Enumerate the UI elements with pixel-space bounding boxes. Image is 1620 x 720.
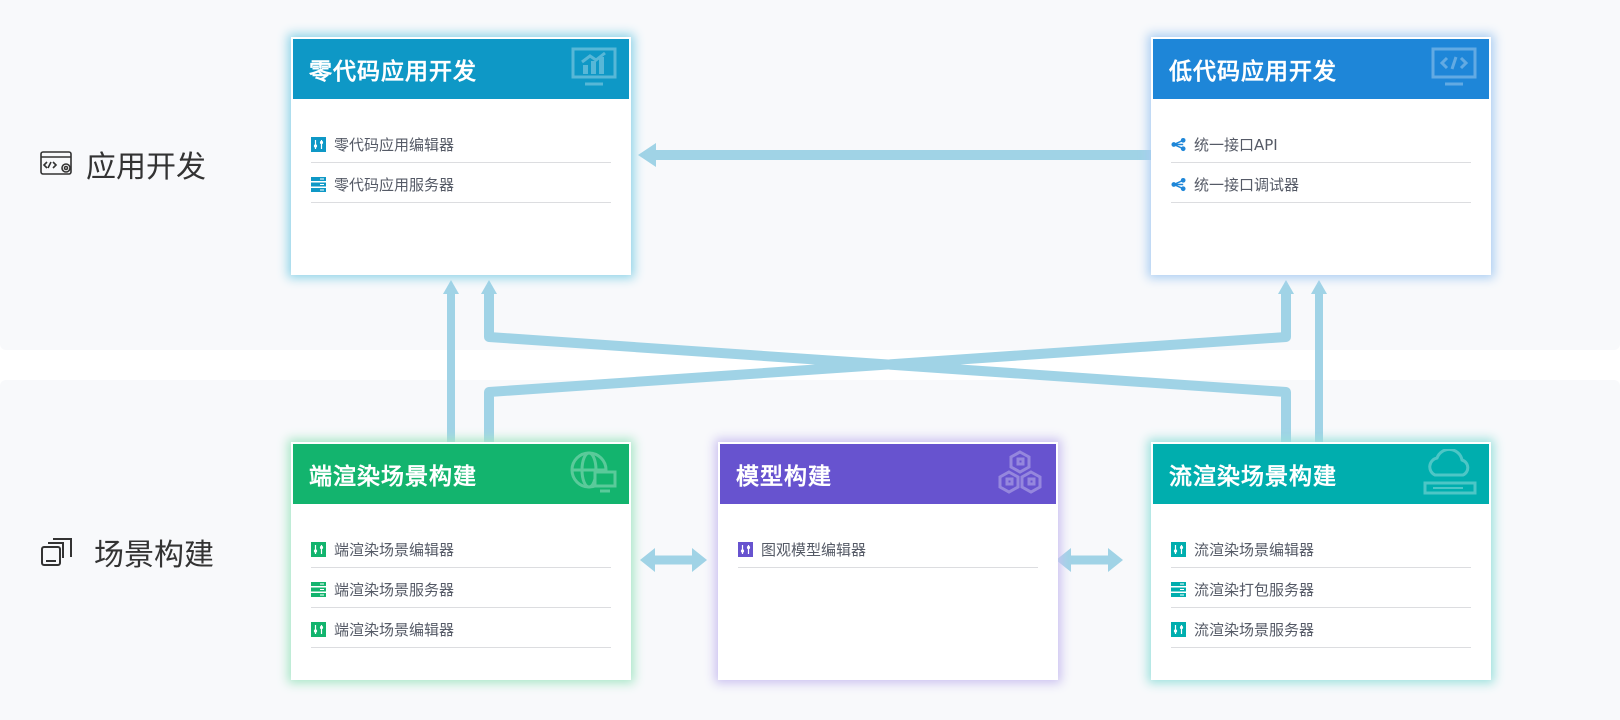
card-title: 零代码应用开发 [309,59,477,85]
arrow-model-stream-bidirectional [1056,548,1123,572]
list-item-label: 图观模型编辑器 [761,541,867,559]
sliders-icon [738,542,753,557]
card-title: 模型构建 [736,464,832,490]
list-item-label: 统一接口调试器 [1194,176,1300,194]
arrow-lowcode-to-zerocode [638,143,1152,167]
monitor-code-icon [1431,47,1477,91]
server-icon [1171,582,1186,597]
sliders-icon [311,542,326,557]
card-item-list: 统一接口API 统一接口调试器 [1153,99,1489,203]
server-icon [311,177,326,192]
list-item[interactable]: 流渲染打包服务器 [1171,568,1471,608]
sliders-icon [1171,622,1186,637]
sliders-icon [1171,542,1186,557]
list-item[interactable]: 流渲染场景服务器 [1171,608,1471,648]
card-header: 低代码应用开发 [1153,39,1489,99]
card-header: 端渲染场景构建 [293,444,629,504]
globe-monitor-icon [569,450,617,498]
section-app-dev: 应用开发 [40,142,206,186]
list-item[interactable]: 端渲染场景编辑器 [311,528,611,568]
list-item[interactable]: 零代码应用服务器 [311,163,611,203]
card-title: 端渲染场景构建 [309,464,477,490]
cubes-icon [996,450,1044,498]
list-item-label: 端渲染场景服务器 [334,581,455,599]
sliders-icon [311,137,326,152]
card-title: 流渲染场景构建 [1169,464,1337,490]
server-icon [311,582,326,597]
card-header: 模型构建 [720,444,1056,504]
list-item-label: 流渲染场景服务器 [1194,621,1315,639]
card-stream-render[interactable]: 流渲染场景构建流渲染场景编辑器流渲染打包服务器流渲染场景服务器 [1151,442,1491,680]
list-item-label: 端渲染场景编辑器 [334,541,455,559]
card-client-render[interactable]: 端渲染场景构建端渲染场景编辑器端渲染场景服务器端渲染场景编辑器 [291,442,631,680]
card-header: 零代码应用开发 [293,39,629,99]
card-header: 流渲染场景构建 [1153,444,1489,504]
card-item-list: 图观模型编辑器 [720,504,1056,568]
list-item-label: 零代码应用服务器 [334,176,455,194]
list-item[interactable]: 流渲染场景编辑器 [1171,528,1471,568]
card-zero-code[interactable]: 零代码应用开发零代码应用编辑器零代码应用服务器 [291,37,631,275]
cloud-server-icon [1423,447,1477,499]
code-window-gear-icon [40,151,72,175]
list-item-label: 零代码应用编辑器 [334,136,455,154]
stacked-windows-icon [41,538,72,566]
card-item-list: 流渲染场景编辑器流渲染打包服务器流渲染场景服务器 [1153,504,1489,648]
list-item-label: 端渲染场景编辑器 [334,621,455,639]
section-scene-build: 场景构建 [40,530,214,574]
arrow-stream-to-lowcode [1311,280,1327,442]
list-item[interactable]: 端渲染场景服务器 [311,568,611,608]
monitor-chart-icon [571,47,617,91]
card-item-list: 端渲染场景编辑器端渲染场景服务器端渲染场景编辑器 [293,504,629,648]
card-model[interactable]: 模型构建图观模型编辑器 [718,442,1058,680]
share-nodes-icon [1171,177,1186,192]
list-item[interactable]: 零代码应用编辑器 [311,123,611,163]
list-item-label: 流渲染打包服务器 [1194,581,1315,599]
list-item[interactable]: 图观模型编辑器 [738,528,1038,568]
list-item[interactable]: 统一接口调试器 [1171,163,1471,203]
list-item[interactable]: 端渲染场景编辑器 [311,608,611,648]
card-item-list: 零代码应用编辑器零代码应用服务器 [293,99,629,203]
sliders-icon [311,622,326,637]
arrow-client-to-zerocode [443,280,459,442]
card-low-code[interactable]: 低代码应用开发统一接口API 统一接口调试器 [1151,37,1491,275]
list-item[interactable]: 统一接口API [1171,123,1471,163]
arrow-client-to-lowcode [484,280,1294,442]
list-item-label: 流渲染场景编辑器 [1194,541,1315,559]
share-nodes-icon [1171,137,1186,152]
list-item-label: 统一接口API [1194,136,1278,154]
card-title: 低代码应用开发 [1169,59,1337,85]
arrow-client-model-bidirectional [640,548,707,572]
